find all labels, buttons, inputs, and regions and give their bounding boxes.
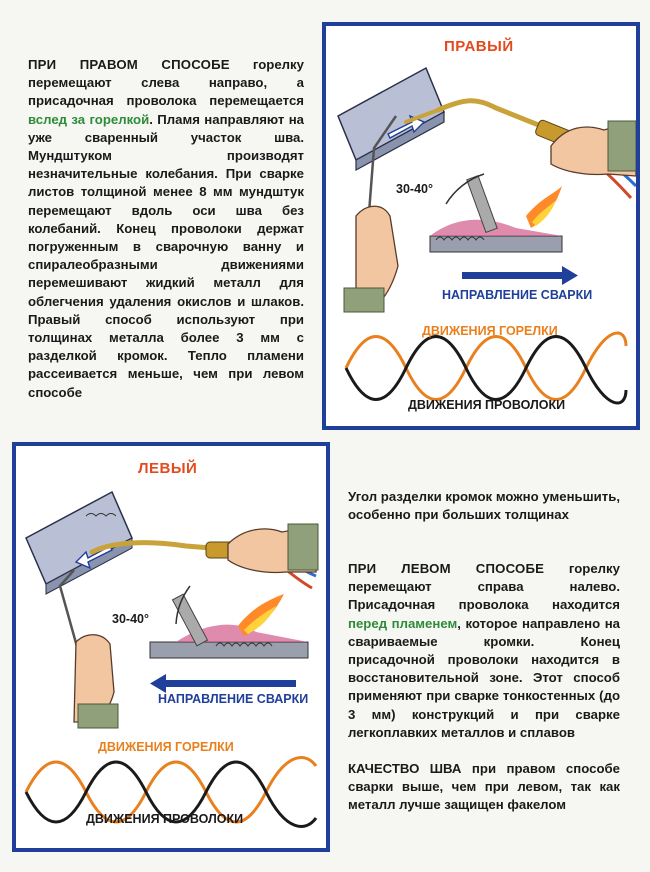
right-method-highlight: вслед за горелкой	[28, 111, 150, 127]
flame-icon	[526, 186, 562, 228]
direction-arrow-left-icon	[150, 674, 296, 693]
right-method-illustration	[337, 66, 636, 405]
quality-lead: КАЧЕСТВО ШВА	[348, 761, 462, 776]
weld-seam	[149, 624, 309, 659]
right-panel-angle: 30-40°	[396, 182, 433, 196]
left-method-part1: горелку перемещают справа налево. Присад…	[348, 561, 620, 613]
left-method-lead: ПРИ ЛЕВОМ СПОСОБЕ	[348, 561, 545, 576]
left-panel-torch-motion: ДВИЖЕНИЯ ГОРЕЛКИ	[98, 740, 234, 754]
quality-note: КАЧЕСТВО ШВА при правом способе сварки в…	[348, 760, 620, 815]
flame-icon	[238, 594, 284, 636]
left-panel-title: ЛЕВЫЙ	[138, 460, 198, 477]
right-panel-torch-motion: ДВИЖЕНИЯ ГОРЕЛКИ	[422, 324, 558, 338]
left-panel-angle: 30-40°	[112, 612, 149, 626]
torch-motion-wave	[24, 756, 318, 824]
filler-wire	[366, 115, 398, 227]
left-hand-icon	[73, 634, 119, 729]
wire-motion-wave	[24, 760, 318, 828]
left-method-highlight: перед пламенем	[348, 615, 458, 631]
left-method-panel: ЛЕВЫЙ 30-40° НАПРАВЛЕНИЕ СВАРКИ ДВИЖЕНИЯ…	[12, 442, 330, 852]
wire-motion-wave	[344, 335, 628, 405]
right-hand-icon	[227, 523, 319, 574]
right-panel-wire-motion: ДВИЖЕНИЯ ПРОВОЛОКИ	[408, 398, 566, 412]
left-method-part2: , которое направлено на свариваемые кром…	[348, 615, 621, 740]
left-panel-direction: НАПРАВЛЕНИЕ СВАРКИ	[158, 692, 309, 706]
quality-rest: при правом способе сварки выше, чем при …	[348, 761, 620, 813]
bevel-note-text: Угол разделки кромок можно уменьшить, ос…	[348, 489, 620, 523]
right-hand-icon	[550, 120, 636, 177]
right-method-part1: горелку перемещают слева направо, а прис…	[28, 57, 304, 109]
right-panel-direction: НАПРАВЛЕНИЕ СВАРКИ	[442, 288, 593, 302]
left-panel-wire-motion: ДВИЖЕНИЯ ПРОВОЛОКИ	[86, 812, 244, 826]
left-method-illustration	[24, 490, 319, 828]
left-method-description: ПРИ ЛЕВОМ СПОСОБЕ горелку перемещают спр…	[348, 560, 620, 742]
right-method-part2: . Пламя направляют на уже сваренный учас…	[28, 111, 304, 400]
right-method-description: ПРИ ПРАВОМ СПОСОБЕ горелку перемещают сл…	[28, 56, 304, 402]
left-hand-icon	[343, 205, 399, 313]
bevel-note: Угол разделки кромок можно уменьшить, ос…	[348, 488, 620, 524]
right-panel-title: ПРАВЫЙ	[444, 38, 514, 55]
torch-motion-wave	[344, 331, 628, 401]
right-method-panel: ПРАВЫЙ 30-40° НАПРАВЛЕНИЕ СВАРКИ ДВИЖЕНИ…	[322, 22, 640, 430]
direction-arrow-right-icon	[462, 266, 578, 285]
right-method-lead: ПРИ ПРАВОМ СПОСОБЕ	[28, 57, 230, 72]
